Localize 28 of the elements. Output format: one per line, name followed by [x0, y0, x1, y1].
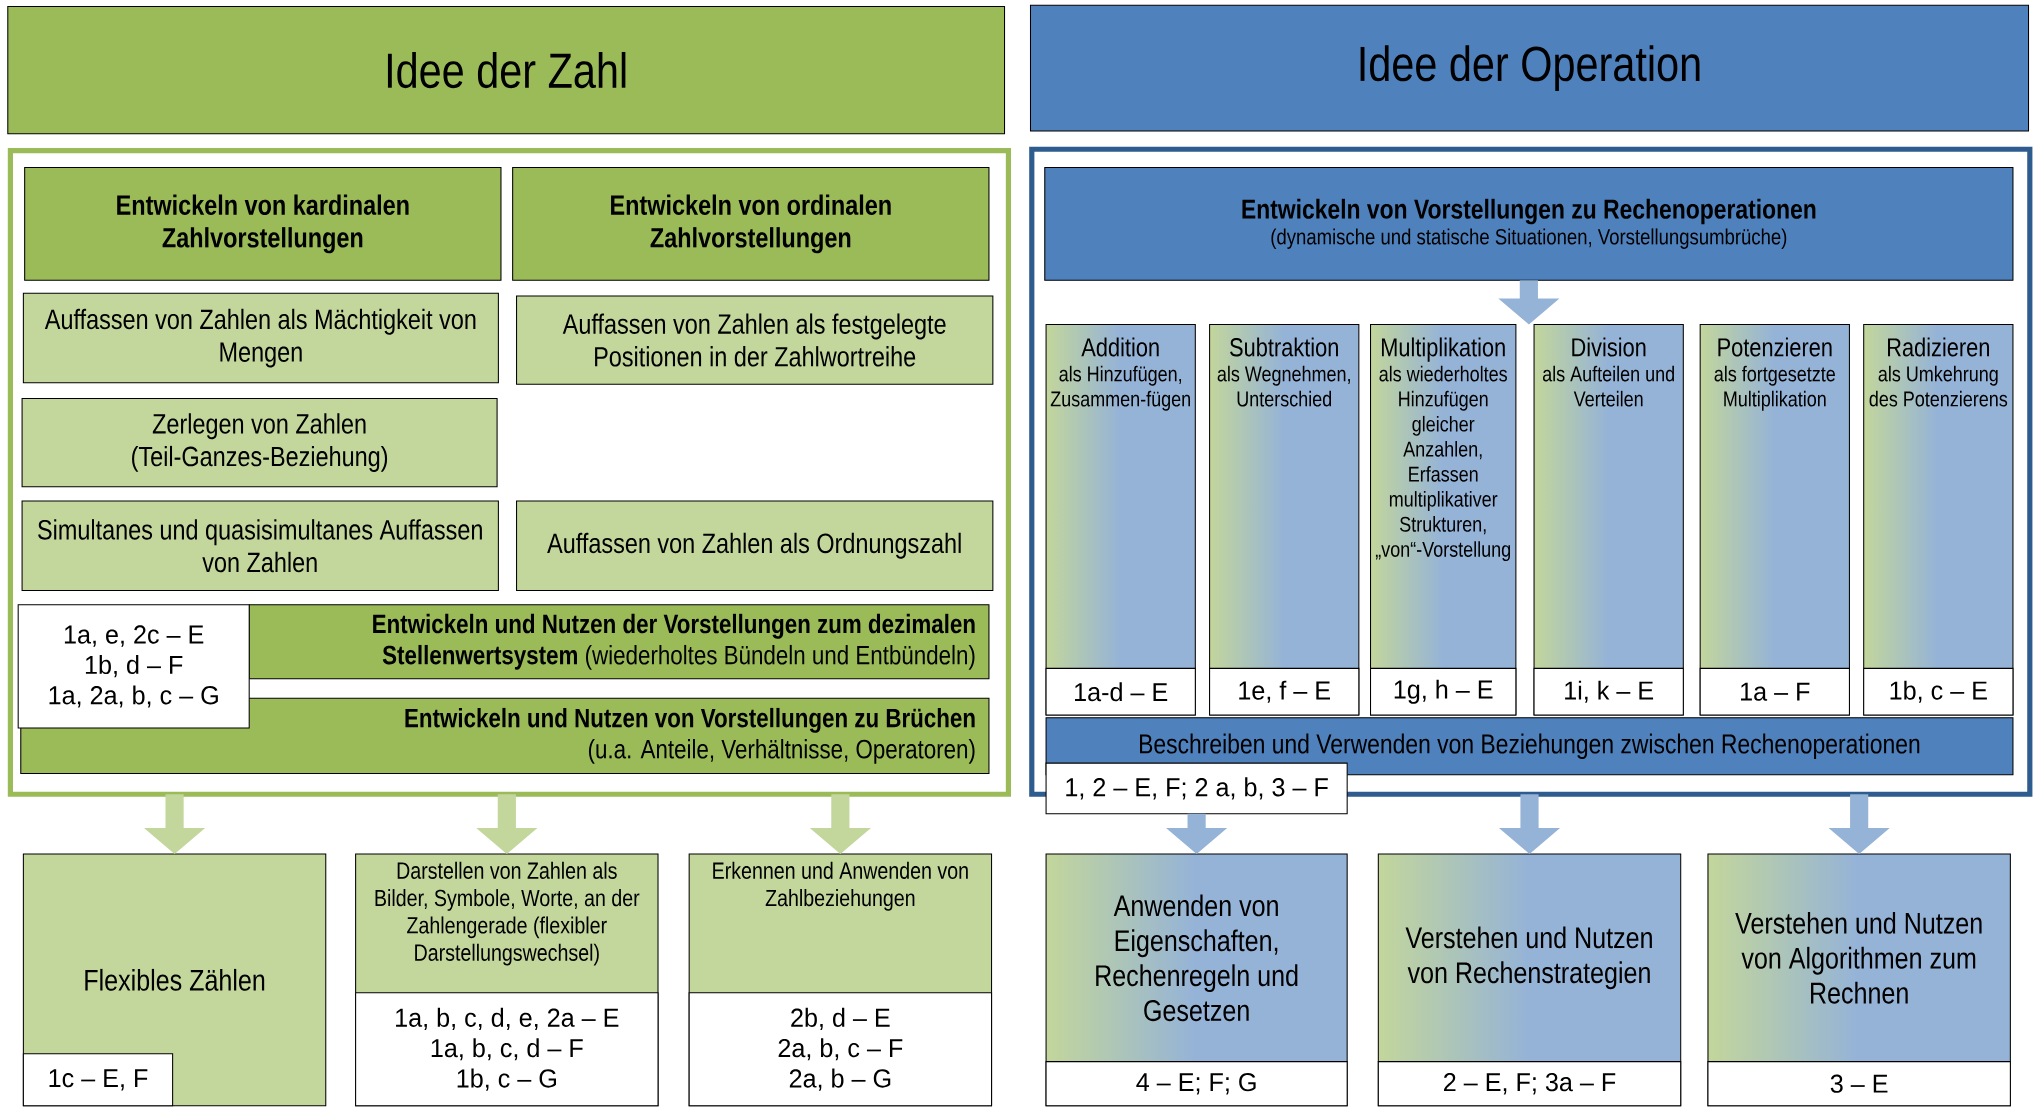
heading-box: Entwickeln von Vorstellungen zu Rechenoperationen (dynamische und statische Situationen, Vorstellungsumbrüche): [1044, 167, 2014, 281]
code-box: 1a – F: [1699, 668, 1850, 716]
header-band: Idee der Zahl: [7, 6, 1006, 135]
header-band: Idee der Operation: [1029, 4, 2030, 132]
relation-band: Beschreiben und Verwenden von Beziehungen zwischen Rechenoperationen: [1045, 717, 2014, 776]
code-box: 1a, e, 2c – E 1b, d – F 1a, 2a, b, c – G: [17, 604, 250, 729]
code-box: 2b, d – E 2a, b, c – F 2a, b – G: [688, 992, 993, 1107]
code-box: 1a-d – E: [1045, 668, 1196, 716]
code-box: 1a, b, c, d, e, 2a – E 1a, b, c, d – F 1b, c – G: [355, 992, 659, 1107]
concept-box: Simultanes und quasisimultanes Auffassen von Zahlen: [21, 500, 499, 592]
concept-box: Zerlegen von Zahlen (Teil-Ganzes-Beziehung): [21, 398, 498, 488]
concept-box: Auffassen von Zahlen als festgelegte Positionen in der Zahlwortreihe: [516, 295, 994, 385]
code-box: 3 – E: [1707, 1061, 2011, 1107]
code-box: 2 – E, F; 3a – F: [1377, 1061, 1682, 1107]
code-box: 1g, h – E: [1370, 668, 1517, 716]
frame: [1029, 146, 2033, 798]
code-box: 4 – E; F; G: [1045, 1061, 1348, 1107]
heading-box: Entwickeln von ordinalen Zahlvorstellungen: [512, 167, 990, 281]
heading-box: Entwickeln und Nutzen der Vorstellungen zum dezimalen Stellenwertsystem (wiederholtes Bündeln und Entbündeln): [248, 604, 990, 680]
code-box: 1i, k – E: [1533, 668, 1684, 716]
concept-box: Auffassen von Zahlen als Ordnungszahl: [516, 500, 994, 592]
code-box: 1, 2 – E, F; 2 a, b, 3 – F: [1045, 762, 1348, 815]
code-box: 1e, f – E: [1209, 668, 1360, 716]
code-box: 1c – E, F: [22, 1053, 174, 1107]
concept-box: Auffassen von Zahlen als Mächtigkeit von Mengen: [22, 292, 499, 384]
code-box: 1b, c – E: [1863, 668, 2014, 716]
frame: [7, 148, 1012, 798]
heading-box: Entwickeln von kardinalen Zahlvorstellungen: [24, 167, 502, 281]
